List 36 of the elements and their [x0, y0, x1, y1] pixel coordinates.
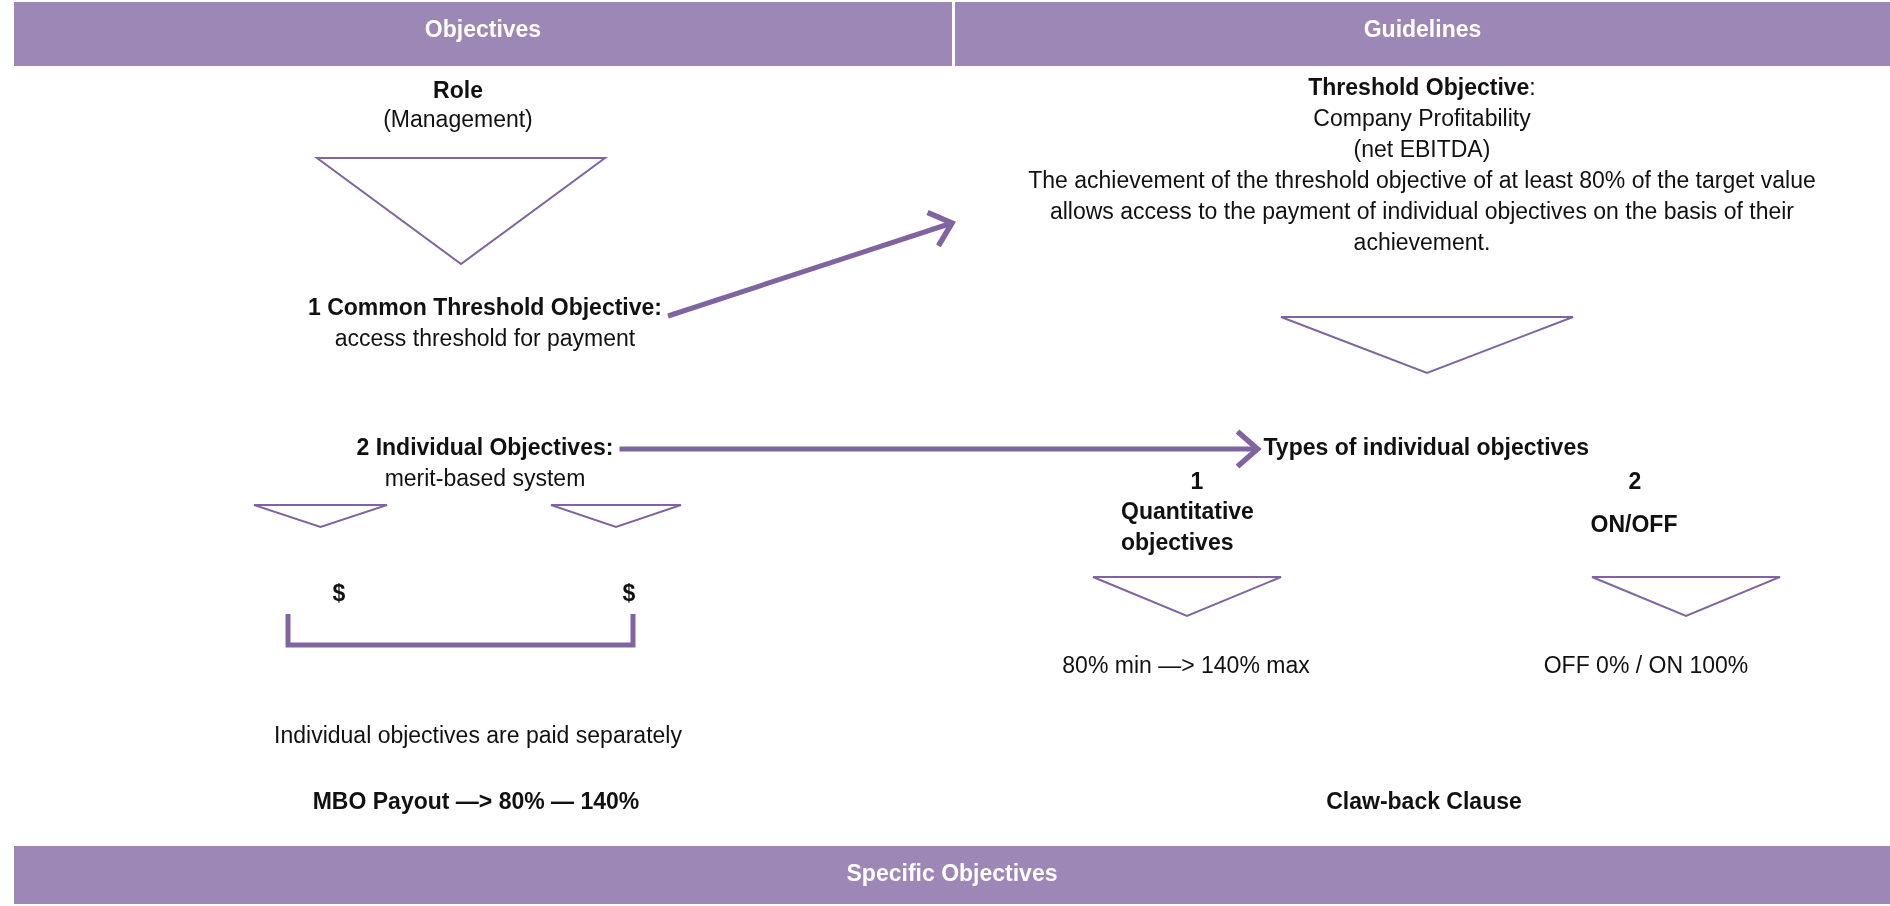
clause-text: Claw-back Clause — [1325, 787, 1523, 816]
body-text: merit-based system — [383, 464, 587, 493]
item-number: 1 — [1189, 467, 1205, 496]
header-band — [14, 846, 1890, 904]
range-text: OFF 0% / ON 100% — [1542, 651, 1750, 680]
objective-type: ON/OFF — [1589, 510, 1679, 539]
body-text: Company Profitability — [1312, 104, 1532, 133]
role-heading: Role — [432, 76, 484, 105]
column-heading: Specific Objectives — [846, 860, 1058, 886]
dollar-sign: $ — [331, 579, 347, 608]
heading-text: Threshold Objective: — [1307, 73, 1537, 102]
role-text: (Management) — [382, 105, 534, 134]
arrow — [619, 428, 1261, 470]
down-triangle — [550, 504, 682, 528]
down-triangle — [1591, 576, 1781, 617]
body-text: The achievement of the threshold objective of at least 80% of the target value allows access to the payment of individual objectives on the basis of their achievement. — [1027, 166, 1817, 257]
heading-text: Types of individual objectives — [1263, 433, 1589, 462]
item-number: 2 — [1627, 467, 1643, 496]
heading-text: 1 Common Threshold Objective: — [308, 293, 662, 322]
down-triangle — [253, 504, 388, 528]
range-text: 80% min —> 140% max — [1061, 651, 1311, 680]
body-text: (net EBITDA) — [1352, 135, 1492, 164]
down-triangle — [1092, 576, 1282, 617]
column-heading: Guidelines — [1363, 16, 1482, 42]
payout-text: MBO Payout —> 80% — 140% — [311, 787, 641, 816]
down-triangle — [316, 157, 606, 265]
down-triangle — [1280, 316, 1574, 374]
objective-type: Quantitative objectives — [1121, 497, 1255, 557]
arrow — [667, 209, 955, 319]
header-band — [14, 2, 952, 66]
header-band — [955, 2, 1890, 66]
dollar-sign: $ — [621, 579, 637, 608]
note-text: Individual objectives are paid separately — [273, 721, 683, 750]
column-heading: Objectives — [424, 16, 542, 42]
heading-text: 2 Individual Objectives: — [356, 433, 614, 462]
body-text: access threshold for payment — [333, 324, 637, 353]
